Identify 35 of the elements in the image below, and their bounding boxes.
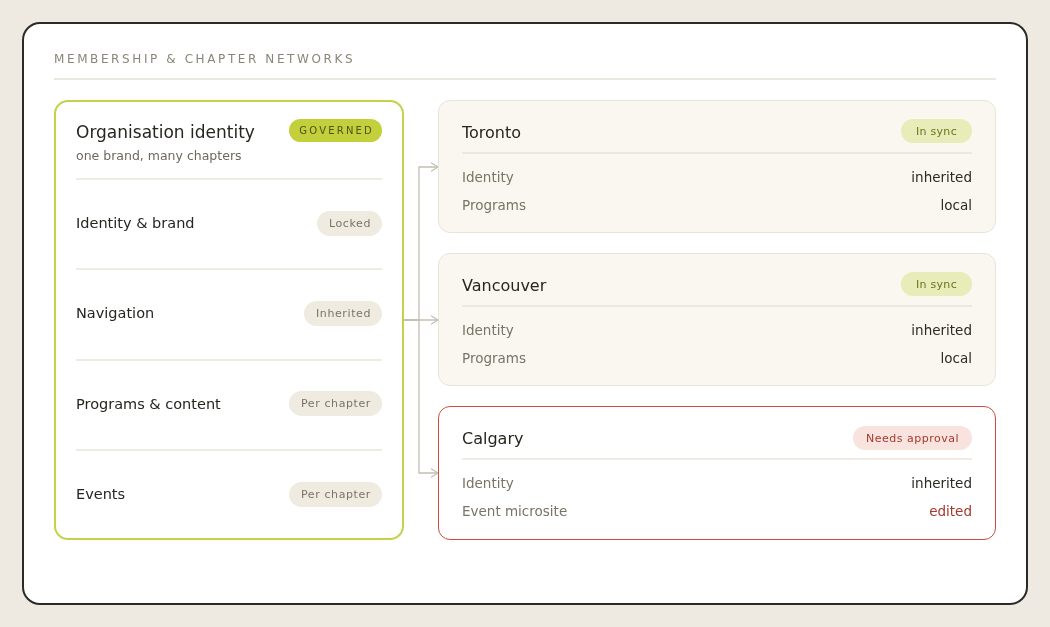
card-subtitle: one brand, many chapters xyxy=(76,148,242,164)
field-value: inherited xyxy=(911,321,972,339)
field-label: Identity xyxy=(462,168,514,186)
status-tag: GOVERNED xyxy=(289,119,382,142)
card-title: Calgary xyxy=(462,429,524,449)
status-tag: Per chapter xyxy=(289,391,382,416)
status-tag: Per chapter xyxy=(289,482,382,507)
card-title: Toronto xyxy=(462,123,522,143)
field-value: inherited xyxy=(911,168,972,186)
field-label: Event microsite xyxy=(462,502,568,520)
chapter-card xyxy=(438,253,996,386)
field-label: Identity xyxy=(462,474,514,492)
field-label: Programs xyxy=(462,196,526,214)
connector-arrow xyxy=(403,319,439,478)
field-label: Identity xyxy=(462,321,514,339)
card-title: Vancouver xyxy=(462,276,547,296)
chapter-card xyxy=(438,406,996,540)
status-tag: In sync xyxy=(900,119,972,143)
field-value: edited xyxy=(929,502,972,520)
governance-card xyxy=(54,100,404,540)
status-tag: Inherited xyxy=(304,301,382,326)
field-value: inherited xyxy=(911,474,972,492)
diagram-title: MEMBERSHIP & CHAPTER NETWORKS xyxy=(54,52,356,66)
status-tag: In sync xyxy=(900,272,972,296)
card-title: Organisation identity xyxy=(76,122,255,142)
field-value: local xyxy=(940,349,972,367)
row-label: Navigation xyxy=(76,304,155,323)
row-label: Events xyxy=(76,485,126,504)
status-tag: Needs approval xyxy=(853,426,972,450)
row-label: Programs & content xyxy=(76,395,221,414)
row-label: Identity & brand xyxy=(76,214,195,233)
field-value: local xyxy=(940,196,972,214)
chapter-card xyxy=(438,100,996,233)
field-label: Programs xyxy=(462,349,526,367)
status-tag: Locked xyxy=(316,211,382,236)
